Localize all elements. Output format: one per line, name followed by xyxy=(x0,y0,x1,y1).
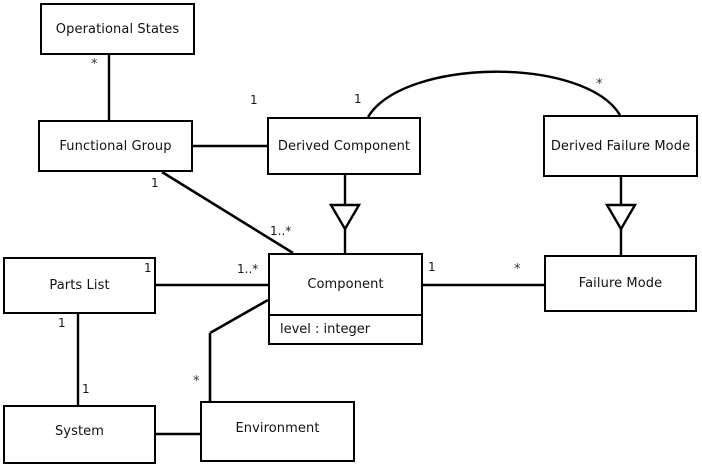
multiplicity-component-failure-mode-source: 1 xyxy=(428,260,436,274)
class-box-operational-states[interactable]: Operational States xyxy=(40,3,195,55)
class-box-functional-group[interactable]: Functional Group xyxy=(38,120,193,172)
multiplicity-component-environment: * xyxy=(193,374,200,389)
generalization-triangle-failure-mode xyxy=(604,203,638,232)
multiplicity-operational-states-functional-group: * xyxy=(91,57,98,72)
multiplicity-component-failure-mode-target: * xyxy=(514,262,521,277)
multiplicity-functional-group-component-target: 1..* xyxy=(270,224,292,238)
multiplicity-parts-list-component-target: 1..* xyxy=(237,262,259,276)
multiplicity-parts-list-system-source: 1 xyxy=(58,316,66,330)
class-box-derived-component[interactable]: Derived Component xyxy=(267,117,421,175)
class-name-parts-list: Parts List xyxy=(49,278,110,293)
class-name-failure-mode: Failure Mode xyxy=(578,276,663,291)
multiplicity-derived-component-curve-source: 1 xyxy=(354,92,362,106)
class-name-derived-component: Derived Component xyxy=(277,138,411,154)
multiplicity-functional-group-component-source: 1 xyxy=(151,176,159,190)
edge-functional-group-component xyxy=(161,170,294,255)
class-name-derived-failure-mode: Derived Failure Mode xyxy=(550,138,691,154)
multiplicity-derived-failure-mode-curve-target: * xyxy=(596,77,603,92)
edge-derived-component-derived-failure-mode xyxy=(366,70,622,118)
class-name-component: Component xyxy=(307,277,384,292)
class-name-operational-states: Operational States xyxy=(55,21,180,37)
edge-component-environment-diagonal xyxy=(209,298,269,335)
class-box-system[interactable]: System xyxy=(3,405,156,464)
multiplicity-parts-list-component-source: 1 xyxy=(144,261,152,275)
multiplicity-functional-group-derived-component: 1 xyxy=(250,93,258,107)
multiplicity-parts-list-system-target: 1 xyxy=(82,382,90,396)
generalization-triangle-component xyxy=(328,203,362,232)
class-attribute-level: level : integer xyxy=(280,322,371,337)
class-attributes-component: level : integer xyxy=(270,314,421,343)
class-box-environment[interactable]: Environment xyxy=(200,401,355,462)
class-box-parts-list[interactable]: Parts List xyxy=(3,257,156,314)
class-name-environment: Environment xyxy=(235,421,320,436)
class-name-functional-group: Functional Group xyxy=(59,138,172,154)
class-box-failure-mode[interactable]: Failure Mode xyxy=(544,255,697,312)
class-box-component[interactable]: Component level : integer xyxy=(268,253,423,345)
class-box-derived-failure-mode[interactable]: Derived Failure Mode xyxy=(543,115,698,177)
class-name-system: System xyxy=(54,424,105,439)
